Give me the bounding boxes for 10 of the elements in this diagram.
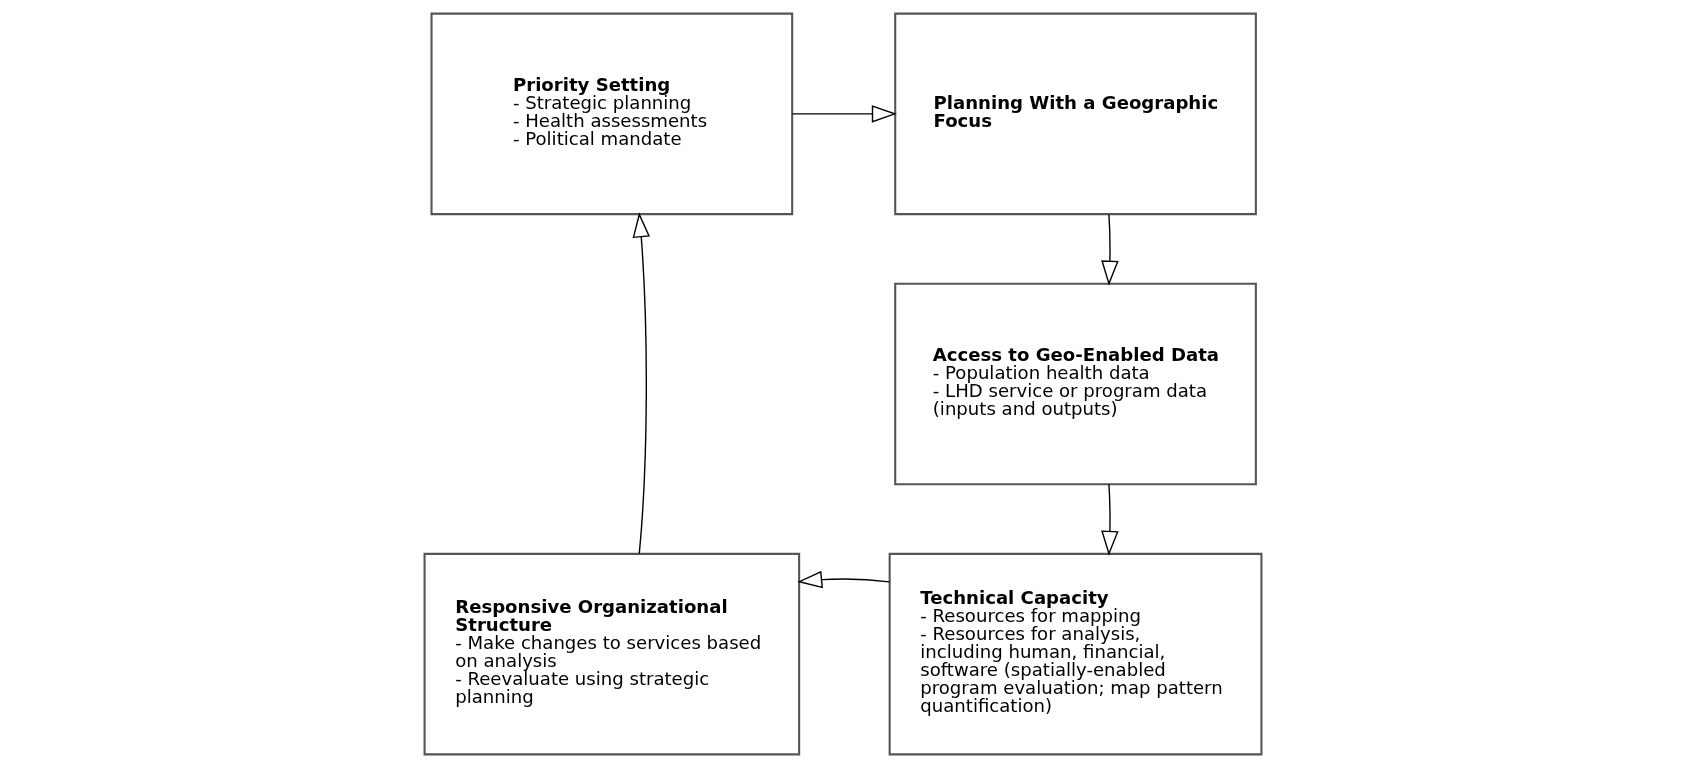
arrow [1100, 213, 1119, 286]
node-box: Priority Setting - Strategic planning - Health assessments - Political mandate [430, 12, 793, 216]
node-box: Responsive Organizational Structure - Make changes to services based on analysis - Reevaluate using strategic planning [423, 552, 800, 756]
arrow [791, 105, 897, 123]
arrow [796, 570, 890, 589]
arrow [1100, 483, 1119, 556]
arrow [632, 212, 650, 555]
node-box: Planning With a Geographic Focus [893, 12, 1257, 216]
node-box: Technical Capacity - Resources for mapping - Resources for analysis, including human, financial, software (spatially-enabled program evaluation; map pattern quantification) [888, 552, 1262, 756]
node-box: Access to Geo-Enabled Data - Population health data - LHD service or program data (inputs and outputs) [893, 282, 1257, 486]
